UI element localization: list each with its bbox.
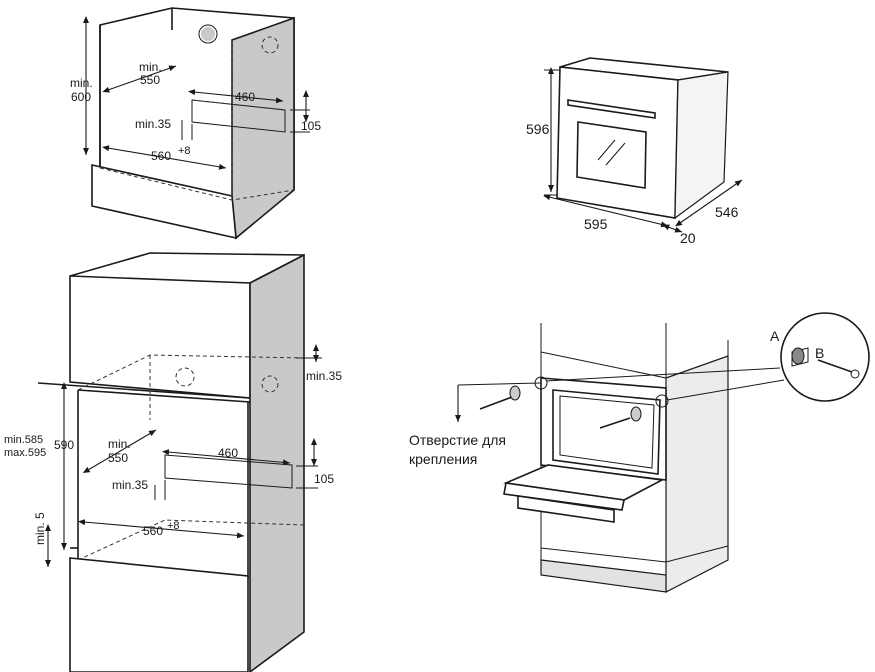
tall-height-min: min.585 [4, 434, 43, 446]
oven-depth: 546 [715, 204, 739, 220]
top-min-gap: min.35 [135, 117, 171, 131]
top-height-value: 600 [71, 90, 91, 104]
tall-height-value: 590 [54, 438, 74, 452]
hole-label-line1: Отверстие для [409, 432, 506, 448]
zoom-detail-circle [780, 312, 870, 402]
tall-slot-height: 105 [314, 472, 334, 486]
mounting-diagram: A B Отверстие для крепления [409, 312, 870, 593]
tall-inner-width-tolerance: +8 [167, 520, 180, 532]
oven-front-depth: 20 [680, 230, 696, 246]
label-b: B [815, 345, 824, 361]
tall-height-max: max.595 [4, 447, 46, 459]
oven-height: 596 [526, 121, 550, 137]
tall-depth-min-label: min. [108, 437, 131, 451]
tall-min-gap: min.35 [112, 478, 148, 492]
top-slot-height: 105 [301, 119, 321, 133]
oven-width: 595 [584, 216, 608, 232]
top-slot-width: 460 [235, 90, 255, 104]
tall-cabinet: min.35 min.585 max.595 590 min. 550 460 … [4, 252, 342, 672]
tall-depth-value: 550 [108, 451, 128, 465]
tall-slot-width: 460 [218, 446, 238, 460]
label-a: A [770, 328, 780, 344]
tall-top-gap: min.35 [306, 369, 342, 383]
under-counter-cabinet: min. 550 min. 600 460 105 min.35 560 +8 [70, 7, 321, 240]
hole-label-line2: крепления [409, 451, 477, 467]
top-inner-width: 560 [151, 149, 171, 163]
oven-dimensions: 596 595 546 20 [526, 57, 743, 246]
top-depth-value: 550 [140, 73, 160, 87]
top-inner-width-tolerance: +8 [178, 145, 191, 157]
tall-inner-width: 560 [143, 524, 163, 538]
tall-bottom-gap: min. 5 [33, 512, 47, 545]
top-height-min-label: min. [70, 76, 93, 90]
top-depth-min-label: min. [139, 60, 162, 74]
